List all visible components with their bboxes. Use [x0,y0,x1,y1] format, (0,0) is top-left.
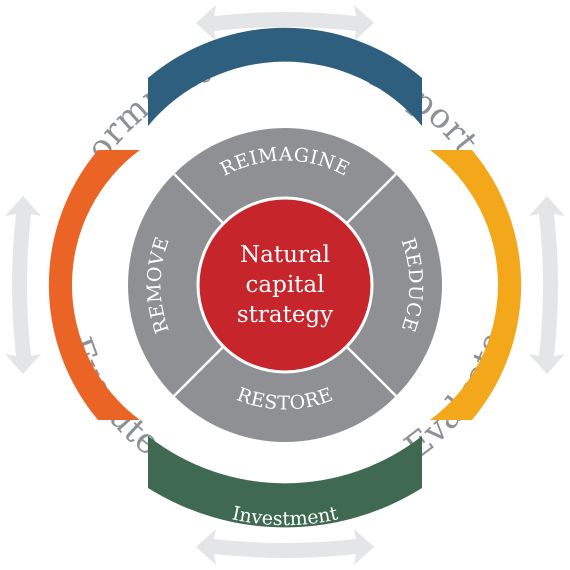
ring-dividers [173,173,397,397]
center-label-line-3: strategy [237,302,333,328]
ring-divider [341,173,397,229]
center-hub: Natural capital strategy [196,196,374,374]
double-headed-curved-arrow-icon [196,5,374,41]
band-process [48,150,140,420]
band-investment [148,436,422,528]
band-data-and-evaluation [148,27,422,126]
band-label-process: Process [73,245,99,326]
ring-divider [173,341,229,397]
center-label-line-1: Natural [240,242,330,268]
cycle-arrows [5,5,565,565]
ring-divider [341,341,397,397]
double-headed-curved-arrow-icon [529,196,565,374]
center-disc [196,196,374,374]
center-label-line-2: capital [246,272,325,298]
double-headed-curved-arrow-icon [5,196,41,374]
band-label-data-and-evaluation: Data and evaluation [184,74,385,119]
double-headed-curved-arrow-icon [196,529,374,565]
band-communication [430,150,522,420]
ring-divider [173,173,229,229]
